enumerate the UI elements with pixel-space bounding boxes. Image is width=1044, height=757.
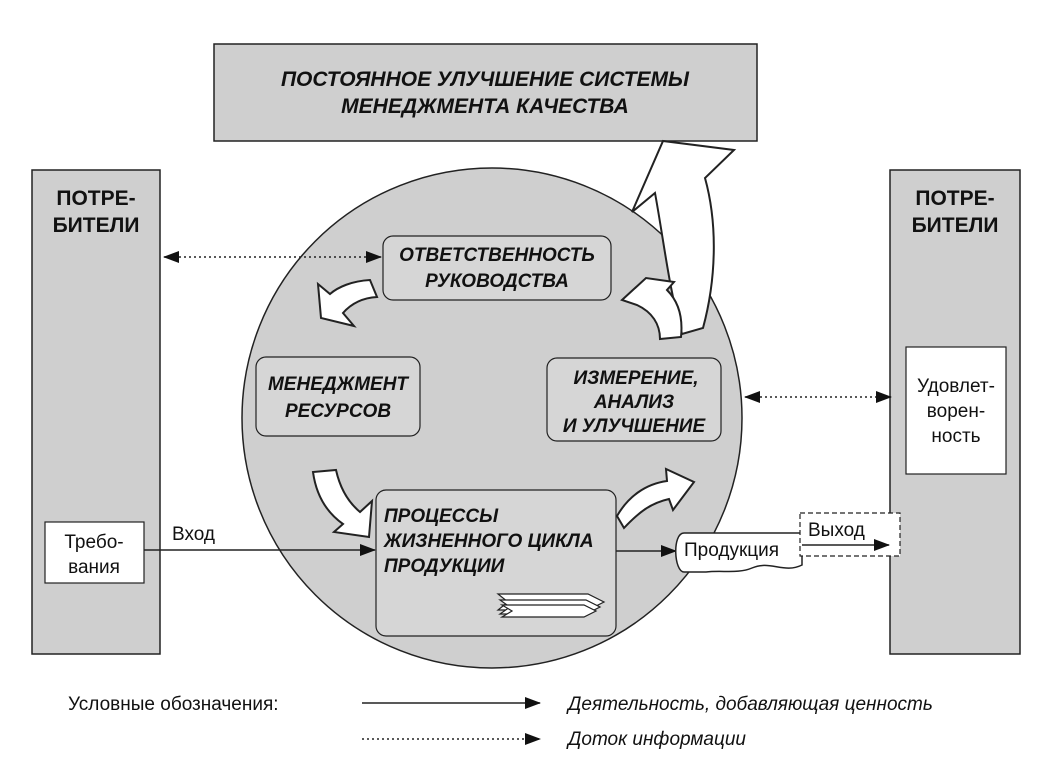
legend-solid-label: Деятельность, добавляющая ценность: [566, 694, 933, 715]
resources-line2: РЕСУРСОВ: [285, 401, 391, 422]
product-shape: Продукция: [675, 532, 803, 573]
lifecycle-line2: ЖИЗНЕННОГО ЦИКЛА: [383, 531, 594, 552]
legend-title: Условные обозначения:: [68, 694, 279, 715]
responsibility-line1: ОТВЕТСТВЕННОСТЬ: [399, 245, 595, 266]
customers-right-line2: БИТЕЛИ: [912, 214, 999, 237]
measurement-line3: И УЛУЧШЕНИЕ: [563, 416, 707, 437]
lifecycle-line1: ПРОЦЕССЫ: [384, 506, 499, 527]
cycle-arrow-bottom-right: [615, 467, 696, 530]
cycle-arrow-left-bottom: [311, 468, 374, 539]
lifecycle-line3: ПРОДУКЦИИ: [384, 556, 505, 577]
cycle-arrow-right-top: [620, 276, 683, 341]
satisfaction-line3: ность: [931, 426, 980, 447]
measurement-analysis-box: ИЗМЕРЕНИЕ, АНАЛИЗ И УЛУЧШЕНИЕ: [546, 357, 722, 442]
management-responsibility-box: ОТВЕТСТВЕННОСТЬ РУКОВОДСТВА: [382, 235, 612, 301]
resource-management-box: МЕНЕДЖМЕНТ РЕСУРСОВ: [255, 356, 421, 437]
satisfaction-box: Удовлет- ворен- ность: [905, 346, 1007, 475]
continuous-improvement-line1: ПОСТОЯННОЕ УЛУЧШЕНИЕ СИСТЕМЫ: [281, 68, 690, 91]
customers-right-line1: ПОТРЕ-: [915, 187, 994, 210]
product-realization-box: ПРОЦЕССЫ ЖИЗНЕННОГО ЦИКЛА ПРОДУКЦИИ: [375, 489, 617, 637]
resources-line1: МЕНЕДЖМЕНТ: [268, 374, 409, 395]
product-label: Продукция: [684, 540, 779, 561]
measurement-line1: ИЗМЕРЕНИЕ,: [573, 368, 698, 389]
satisfaction-line1: Удовлет-: [917, 376, 995, 397]
measurement-line2: АНАЛИЗ: [593, 392, 674, 413]
satisfaction-line2: ворен-: [927, 401, 985, 422]
legend-dotted-label: Доток информации: [566, 729, 746, 750]
improvement-curved-arrow: [631, 139, 737, 336]
legend: Условные обозначения: Деятельность, доба…: [68, 694, 933, 750]
requirements-box: Требо- вания: [44, 521, 145, 584]
continuous-improvement-line2: МЕНЕДЖМЕНТА КАЧЕСТВА: [341, 95, 629, 118]
input-label: Вход: [172, 524, 215, 545]
requirements-line2: вания: [68, 557, 120, 578]
chevron-stack-icon: [496, 593, 606, 618]
responsibility-line2: РУКОВОДСТВА: [425, 271, 569, 292]
customers-left-line1: ПОТРЕ-: [56, 187, 135, 210]
continuous-improvement-box: ПОСТОЯННОЕ УЛУЧШЕНИЕ СИСТЕМЫ МЕНЕДЖМЕНТА…: [213, 43, 758, 142]
cycle-arrow-top-left: [316, 278, 379, 328]
requirements-line1: Требо-: [64, 532, 123, 553]
output-box: Выход: [799, 512, 901, 557]
output-label: Выход: [808, 520, 865, 541]
customers-left-line2: БИТЕЛИ: [53, 214, 140, 237]
